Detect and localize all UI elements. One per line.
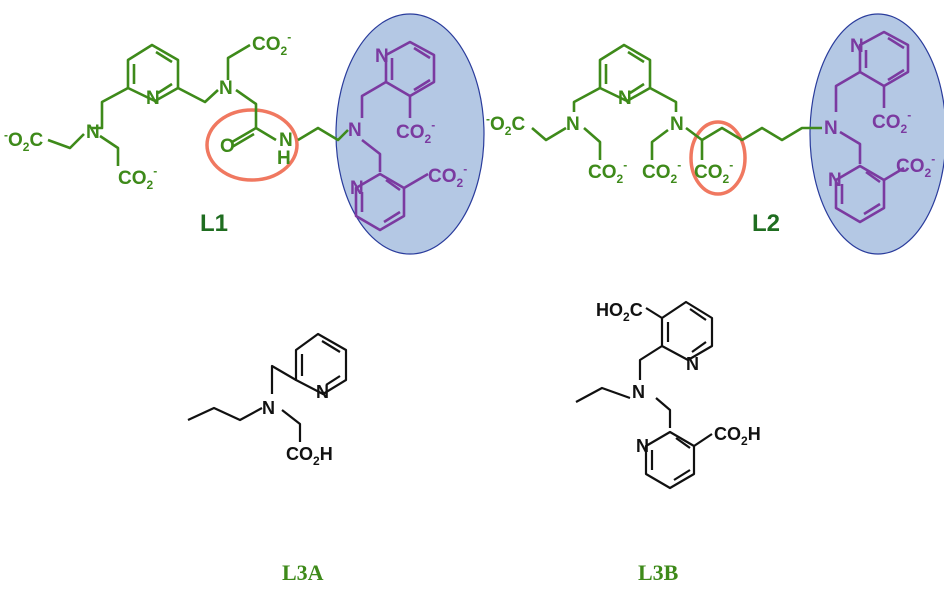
l3b-upper-pyridine-n: N <box>686 354 699 374</box>
l1-amine-n-right: N <box>219 78 233 99</box>
l3b-text: HO2C N N N CO2H <box>596 300 761 456</box>
l3b-ho2c: HO2C <box>596 300 643 324</box>
label-l3a: L3A <box>282 560 324 585</box>
l3a-pyridine-n: N <box>316 382 329 402</box>
l2-co2-py2: CO2- <box>896 152 935 180</box>
l2-amine-n-left: N <box>566 114 580 135</box>
l2-pyridine-n: N <box>618 88 632 109</box>
l2-carboxylate-highlight <box>689 120 747 196</box>
label-l3b: L3B <box>638 560 679 585</box>
l2-co2-b: CO2- <box>642 158 681 186</box>
l2-purple-text: N N CO2- N CO2- <box>824 36 935 191</box>
l2-lower-pyridine-n: N <box>828 170 842 191</box>
l1-dipicolinate-ellipse <box>335 13 485 255</box>
l3b-co2h: CO2H <box>714 424 761 448</box>
l2-co2-a: CO2- <box>588 158 627 186</box>
l3a-amine-n: N <box>262 398 275 418</box>
l2-co2-left: -O2C <box>486 112 525 138</box>
l2-purple-bonds <box>834 30 910 224</box>
l2-green-text: N N N -O2C CO2- CO2- CO2- <box>486 88 733 186</box>
l1-amide-h: H <box>277 148 291 169</box>
l1-purple-bonds <box>354 40 436 232</box>
l3b-lower-pyridine-n: N <box>636 436 649 456</box>
l1-green-bonds <box>47 43 349 166</box>
label-l1: L1 <box>200 210 229 237</box>
l3b-amine-n: N <box>632 382 645 402</box>
l1-co2-left: -O2C <box>4 128 43 154</box>
l1-amine-n-left: N <box>86 122 100 143</box>
l1-purple-text: N N CO2- N CO2- <box>348 46 467 199</box>
l3a-bonds <box>187 332 348 442</box>
l1-tertiary-n: N <box>348 120 362 141</box>
label-l2: L2 <box>752 210 781 237</box>
l1-amide-o: O <box>220 136 235 157</box>
compound-l3b: HO2C N N N CO2H <box>575 300 761 490</box>
l1-co2-py1: CO2- <box>396 118 435 146</box>
l3b-bonds <box>575 300 714 490</box>
l3a-co2h: CO2H <box>286 444 333 468</box>
l1-upper-pyridine-n: N <box>375 46 389 67</box>
l1-amide-n: N <box>279 130 293 151</box>
l2-amine-n-right: N <box>670 114 684 135</box>
l1-co2-top: CO2- <box>252 30 291 58</box>
l1-lower-pyridine-n: N <box>350 178 364 199</box>
compound-l2: N N N -O2C CO2- CO2- CO2- N N CO2- N CO2… <box>486 13 944 255</box>
l1-green-text: CO2- N N N -O2C CO2- O N H <box>4 30 293 192</box>
l2-co2-py1: CO2- <box>872 108 911 136</box>
l2-co2-c: CO2- <box>694 158 733 186</box>
l1-co2-py2: CO2- <box>428 162 467 190</box>
compound-l1: CO2- N N N -O2C CO2- O N H N N CO2- N CO… <box>4 13 485 255</box>
l2-dipicolinate-ellipse <box>809 13 944 255</box>
compound-l3a: N N CO2H <box>187 332 348 468</box>
l1-amide-highlight <box>205 108 299 182</box>
l1-pyridine-n: N <box>146 88 160 109</box>
l2-green-bonds <box>531 43 822 160</box>
l3a-text: N N CO2H <box>262 382 333 468</box>
l1-co2-bottom: CO2- <box>118 164 157 192</box>
l2-tertiary-n: N <box>824 118 838 139</box>
l2-upper-pyridine-n: N <box>850 36 864 57</box>
